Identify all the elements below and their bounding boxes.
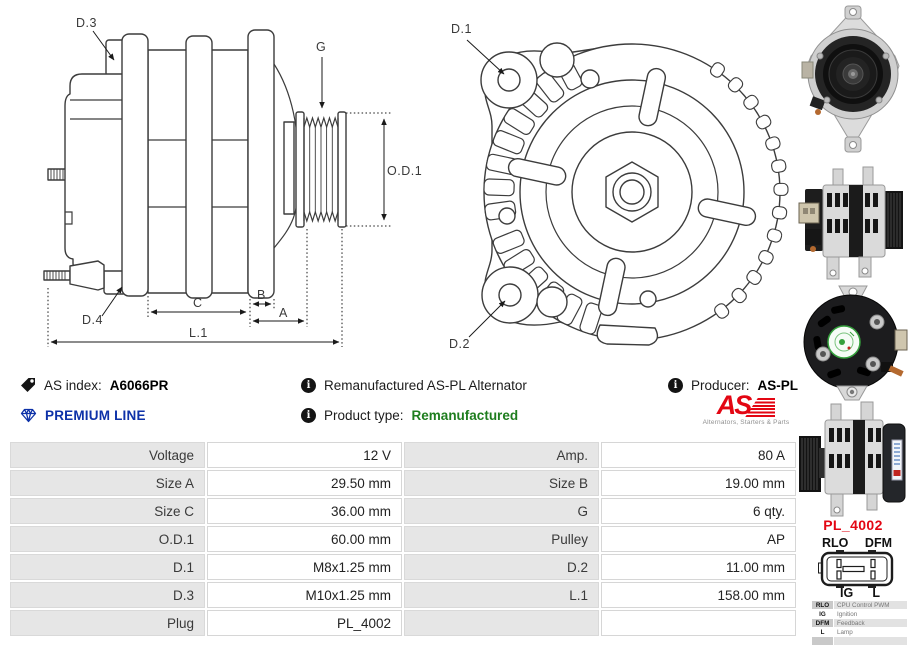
legend-key-empty bbox=[812, 637, 833, 645]
producer-row: i Producer: AS-PL bbox=[668, 376, 798, 394]
spec-label: Size B bbox=[404, 470, 599, 496]
product-photo-side-label[interactable] bbox=[797, 400, 909, 518]
spec-value: 11.00 mm bbox=[601, 554, 796, 580]
product-photo-rear[interactable] bbox=[797, 284, 909, 402]
fan-spokes bbox=[507, 67, 757, 317]
spec-label: Size A bbox=[10, 470, 205, 496]
logo-as-text: AS bbox=[716, 390, 752, 420]
spec-value: AP bbox=[601, 526, 796, 552]
spec-value: 80 A bbox=[601, 442, 796, 468]
spec-label: D.3 bbox=[10, 582, 205, 608]
spec-label: D.2 bbox=[404, 554, 599, 580]
dim-label-l1: L.1 bbox=[189, 326, 208, 340]
spec-label: Size C bbox=[10, 498, 205, 524]
mounting-bolt bbox=[43, 260, 105, 291]
pulley-side-drawing bbox=[295, 111, 347, 228]
legend-key: IG bbox=[812, 610, 833, 618]
as-index-value: A6066PR bbox=[109, 377, 169, 393]
spec-value bbox=[601, 610, 796, 636]
product-description: Remanufactured AS-PL Alternator bbox=[324, 377, 527, 393]
dimension-annotations: D.3 G O.D.1 D.4 C B A L.1 bbox=[47, 16, 422, 347]
legend-key: RLO bbox=[812, 601, 833, 609]
plug-bottom-pin-labels: IG L bbox=[816, 586, 898, 600]
product-description-row: i Remanufactured AS-PL Alternator bbox=[301, 376, 527, 394]
spec-label: Amp. bbox=[404, 442, 599, 468]
dim-label-d1: D.1 bbox=[451, 22, 472, 36]
spec-value: 158.00 mm bbox=[601, 582, 796, 608]
product-type-label: Product type: bbox=[324, 407, 404, 423]
side-view-dimension-diagram: D.3 G O.D.1 D.4 C B A L.1 bbox=[43, 16, 422, 347]
specifications-table: Voltage 12 V Amp. 80 A Size A 29.50 mm S… bbox=[10, 442, 796, 636]
dim-label-od1: O.D.1 bbox=[387, 164, 422, 178]
product-type-row: i Product type: Remanufactured bbox=[301, 406, 518, 424]
dim-label-d4: D.4 bbox=[82, 313, 103, 327]
spec-value: PL_4002 bbox=[207, 610, 402, 636]
dim-label-c: C bbox=[193, 296, 203, 310]
spec-label: O.D.1 bbox=[10, 526, 205, 552]
front-view-dimension-diagram: D.1 D.2 bbox=[449, 22, 789, 351]
legend-key: L bbox=[812, 628, 833, 636]
spec-label bbox=[404, 610, 599, 636]
producer-value: AS-PL bbox=[757, 377, 799, 393]
terminal-stud bbox=[47, 168, 67, 181]
spec-value: 36.00 mm bbox=[207, 498, 402, 524]
spec-label: Plug bbox=[10, 610, 205, 636]
dim-label-d2: D.2 bbox=[449, 337, 470, 351]
legend-desc: Lamp bbox=[834, 628, 907, 636]
dim-label-b: B bbox=[257, 288, 266, 302]
as-pl-logo: AS Alternators, Starters & Parts bbox=[698, 390, 794, 427]
dim-label-a: A bbox=[279, 306, 288, 320]
spec-value: M10x1.25 mm bbox=[207, 582, 402, 608]
legend-desc: CPU Control PWM bbox=[834, 601, 907, 609]
shaft-nut bbox=[605, 161, 659, 223]
pin-label-ig: IG bbox=[840, 586, 854, 600]
spec-value: M8x1.25 mm bbox=[207, 554, 402, 580]
pin-label-dfm: DFM bbox=[864, 536, 892, 550]
product-photo-front[interactable] bbox=[797, 4, 909, 156]
spec-value: 19.00 mm bbox=[601, 470, 796, 496]
info-icon: i bbox=[301, 407, 316, 423]
plug-pin-legend: RLO CPU Control PWM IG Ignition DFM Feed… bbox=[812, 601, 907, 645]
premium-line-row: PREMIUM LINE bbox=[20, 406, 146, 424]
dimension-annotations: D.1 D.2 bbox=[449, 22, 506, 351]
housing-scallop-edge bbox=[709, 62, 789, 319]
diamond-icon bbox=[20, 408, 37, 422]
alternator-front-drawing bbox=[480, 42, 789, 346]
pin-label-l: L bbox=[872, 586, 880, 600]
as-index-row: AS index: A6066PR bbox=[20, 376, 168, 394]
product-type-value: Remanufactured bbox=[411, 407, 519, 423]
spec-value: 29.50 mm bbox=[207, 470, 402, 496]
tag-icon bbox=[21, 378, 35, 392]
as-index-label: AS index: bbox=[44, 377, 102, 393]
plug-connector-drawing bbox=[818, 550, 894, 588]
logo-subtitle: Alternators, Starters & Parts bbox=[702, 419, 790, 426]
legend-desc: Feedback bbox=[834, 619, 907, 627]
legend-desc: Ignition bbox=[834, 610, 907, 618]
spec-label: L.1 bbox=[404, 582, 599, 608]
spec-label: D.1 bbox=[10, 554, 205, 580]
dim-label-d3: D.3 bbox=[76, 16, 97, 30]
plug-code-title: PL_4002 bbox=[823, 517, 883, 533]
spec-label: Pulley bbox=[404, 526, 599, 552]
alternator-side-drawing bbox=[43, 29, 347, 299]
spec-label: Voltage bbox=[10, 442, 205, 468]
info-icon: i bbox=[301, 377, 316, 393]
spec-value: 6 qty. bbox=[601, 498, 796, 524]
producer-label: Producer: bbox=[691, 377, 750, 393]
premium-line-label: PREMIUM LINE bbox=[45, 407, 146, 423]
pin-label-rlo: RLO bbox=[822, 536, 849, 550]
spec-label: G bbox=[404, 498, 599, 524]
info-icon: i bbox=[668, 377, 683, 393]
dim-label-g: G bbox=[316, 40, 326, 54]
spec-value: 12 V bbox=[207, 442, 402, 468]
legend-key: DFM bbox=[812, 619, 833, 627]
spec-value: 60.00 mm bbox=[207, 526, 402, 552]
legend-desc-empty bbox=[834, 637, 907, 645]
plug-top-pin-labels: RLO DFM bbox=[816, 536, 898, 550]
product-photo-side-plug[interactable] bbox=[797, 163, 909, 285]
